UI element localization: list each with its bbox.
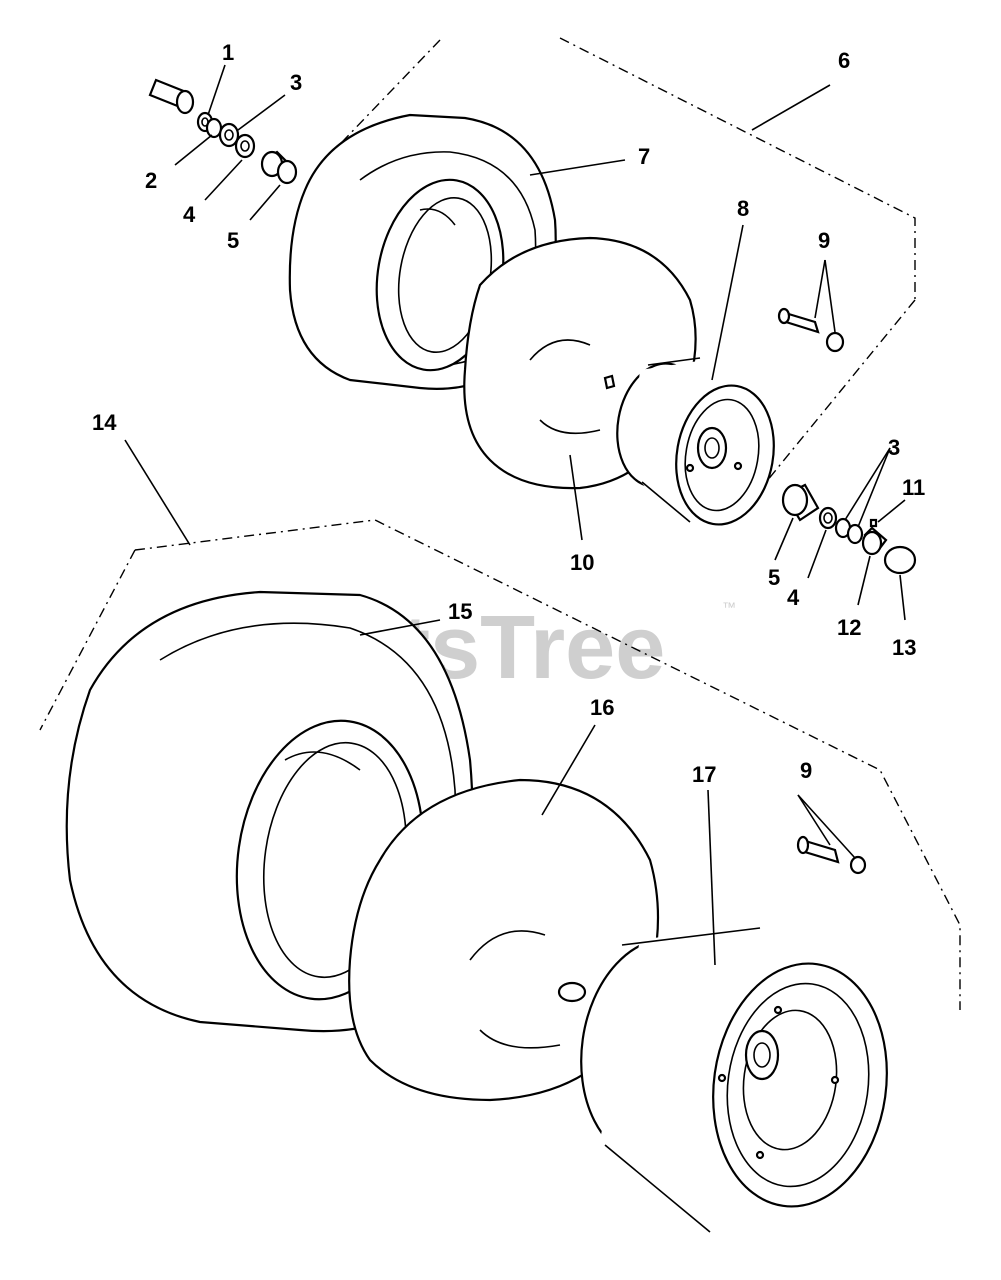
callout-15: 15 (448, 599, 472, 624)
washer-3 (218, 122, 240, 148)
callout-9-front: 9 (818, 228, 830, 253)
spacer-5 (260, 150, 298, 185)
callout-12: 12 (837, 615, 861, 640)
callout-9-rear: 9 (800, 758, 812, 783)
rear-wheel-assembly-outline (39, 519, 961, 1010)
callout-7: 7 (638, 144, 650, 169)
spacer-5-right (781, 483, 820, 522)
callout-3: 3 (290, 70, 302, 95)
front-valve-stem (603, 307, 845, 390)
bearing-4 (234, 133, 256, 159)
callout-10: 10 (570, 550, 594, 575)
leader-lines (124, 64, 906, 966)
rear-valve-stem (796, 835, 867, 875)
callout-6: 6 (838, 48, 850, 73)
axle-shaft (148, 78, 195, 115)
callout-4-right: 4 (787, 585, 800, 610)
callout-5: 5 (227, 228, 239, 253)
callout-14: 14 (92, 410, 117, 435)
callout-5-right: 5 (768, 565, 780, 590)
washer-2 (205, 117, 223, 139)
cap-13 (883, 545, 917, 575)
cap-12 (861, 518, 888, 556)
callout-13: 13 (892, 635, 916, 660)
callout-11: 11 (902, 475, 925, 500)
callout-labels: 1 2 3 4 5 6 7 8 9 10 3 11 5 4 12 13 14 1… (92, 40, 925, 787)
watermark-trademark: ™ (722, 599, 736, 615)
rear-rim (580, 925, 888, 1235)
callout-3-right: 3 (888, 435, 900, 460)
callout-17: 17 (692, 762, 716, 787)
callout-4: 4 (183, 202, 196, 227)
callout-16: 16 (590, 695, 614, 720)
bearing-4-right (818, 506, 838, 530)
callout-1: 1 (222, 40, 234, 65)
front-rim (616, 357, 775, 526)
washers-3-right (834, 517, 864, 545)
callout-8: 8 (737, 196, 749, 221)
callout-2: 2 (145, 168, 157, 193)
